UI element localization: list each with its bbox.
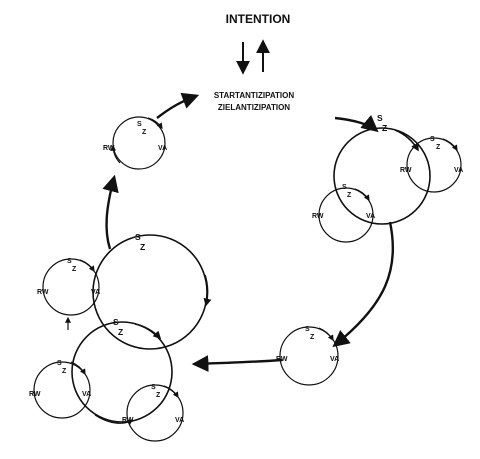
unit-bottom-right: S Z RW VA [276, 326, 339, 386]
z-label: Z [382, 123, 387, 133]
intention-title: INTENTION [226, 12, 291, 26]
connector-bottom [191, 355, 283, 372]
rw-label: RW [400, 167, 412, 174]
s-label: S [135, 232, 141, 242]
s-label: S [67, 258, 72, 265]
va-label: VA [175, 417, 184, 424]
rw-label: RW [29, 391, 41, 398]
goal-anticipation-label: ZIELANTIZIPATION [218, 103, 290, 112]
z-label: Z [436, 144, 441, 151]
unit-top-right-small-a: S Z RW VA [400, 136, 463, 193]
s-label: S [342, 184, 347, 191]
s-label: S [430, 136, 435, 143]
rw-label: RW [37, 289, 49, 296]
connector-top-right [334, 114, 379, 133]
z-label: Z [156, 392, 161, 399]
unit-left-small: S Z RW VA [37, 258, 100, 316]
va-label: VA [366, 213, 375, 220]
va-label: VA [454, 167, 463, 174]
s-label: S [305, 326, 310, 333]
z-label: Z [72, 266, 77, 273]
rw-label: RW [312, 213, 324, 220]
s-label: S [57, 360, 62, 367]
unit-top-left: S Z RW VA [103, 116, 167, 170]
va-label: VA [158, 145, 167, 152]
start-anticipation-label: STARTANTIZIPATION [214, 91, 295, 100]
z-label: Z [142, 129, 147, 136]
unit-bottom-left-big: S Z [71, 317, 173, 423]
unit-top-right-big: S Z [333, 113, 431, 225]
connector-right-down [332, 221, 395, 348]
cycle-arrowheads [65, 117, 458, 426]
va-label: VA [91, 289, 100, 296]
rw-label: RW [276, 356, 288, 363]
rw-label: RW [103, 145, 115, 152]
s-label: S [377, 113, 383, 123]
z-label: Z [62, 368, 67, 375]
z-label: Z [118, 327, 123, 337]
z-label: Z [140, 242, 145, 252]
s-label: S [137, 121, 142, 128]
connector-left-up [102, 174, 119, 250]
unit-top-right-small-b: S Z RW VA [312, 184, 375, 243]
z-label: Z [347, 192, 352, 199]
unit-bottom-left-small-a: S Z RW VA [29, 360, 91, 419]
connector-top-left [156, 92, 200, 119]
z-label: Z [310, 334, 315, 341]
va-label: VA [330, 356, 339, 363]
va-label: VA [82, 391, 91, 398]
s-label: S [113, 317, 119, 327]
s-label: S [151, 384, 156, 391]
